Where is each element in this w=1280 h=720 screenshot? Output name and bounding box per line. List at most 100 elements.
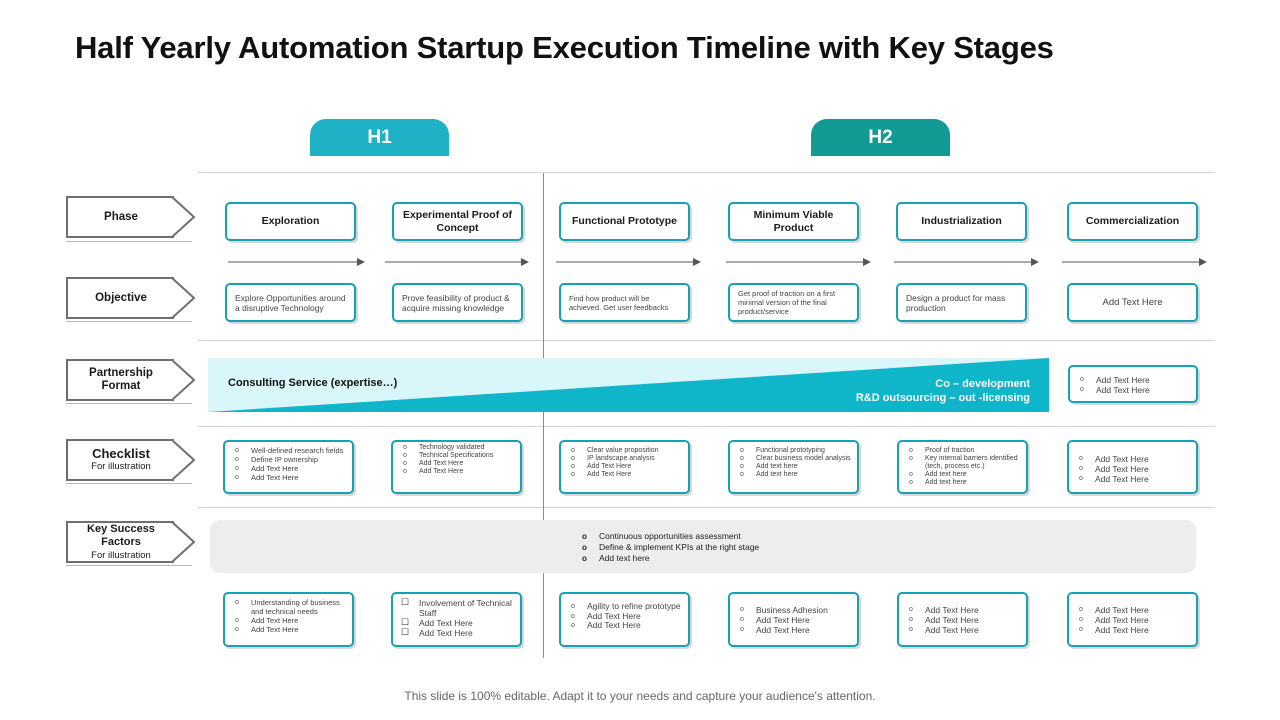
half-h2-tab: H2	[811, 119, 950, 156]
list-item: Add Text Here	[905, 615, 1020, 625]
list-item: Add Text Here	[399, 627, 514, 638]
list-item: Add Text Here	[231, 473, 346, 482]
row-label-subtext: For illustration	[91, 549, 151, 561]
label-shadow	[66, 565, 192, 566]
arrow-right-icon	[894, 258, 1039, 266]
list-item: Add Text Here	[1075, 625, 1190, 635]
label-shadow	[66, 241, 192, 242]
objective-text: Explore Opportunities around a disruptiv…	[235, 292, 346, 313]
list-item: Business Adhesion	[736, 605, 851, 615]
list-item: Add Text Here	[736, 625, 851, 635]
ksf-common-list: Continuous opportunities assessment Defi…	[580, 531, 759, 564]
list-item: Add Text Here	[567, 463, 682, 471]
row-label-text: Objective	[95, 291, 147, 304]
bullet-list: Functional prototyping Clear business mo…	[730, 442, 857, 482]
list-item: Key internal barriers identified (tech, …	[905, 455, 1020, 471]
ksf-box: Business Adhesion Add Text Here Add Text…	[728, 592, 859, 647]
bullet-list: Agility to refine prototype Add Text Her…	[561, 594, 688, 634]
objective-text: Add Text Here	[1102, 296, 1163, 308]
list-item: Clear value proposition	[567, 447, 682, 455]
list-item: Involvement of Technical Staff	[399, 597, 514, 618]
list-item: Add Text Here	[231, 616, 346, 625]
ksf-box: Add Text Here Add Text Here Add Text Her…	[897, 592, 1028, 647]
list-item: Add Text Here	[399, 617, 514, 628]
list-item: Understanding of business and technical …	[231, 598, 346, 616]
list-item: Add Text Here	[905, 625, 1020, 635]
ksf-box: Add Text Here Add Text Here Add Text Her…	[1067, 592, 1198, 647]
objective-text: Design a product for mass production	[906, 292, 1006, 313]
row-label-text: Phase	[104, 210, 138, 223]
chevron-tip	[172, 521, 196, 563]
chevron-tip	[172, 277, 196, 319]
partnership-extra-box: Add Text Here Add Text Here	[1068, 365, 1198, 403]
row-label-text: Partnership Format	[89, 367, 153, 392]
phase-label: Experimental Proof of Concept	[402, 208, 513, 234]
arrow-right-icon	[228, 258, 365, 266]
list-item: Add Text Here	[567, 611, 682, 622]
arrow-right-icon	[1062, 258, 1207, 266]
phase-box-industrialization: Industrialization	[896, 202, 1027, 241]
phase-box-exploration: Exploration	[225, 202, 356, 241]
list-item: Add text here	[905, 471, 1020, 479]
list-item: IP landscape analysis	[567, 455, 682, 463]
label-shadow	[66, 321, 192, 322]
list-item: Add Text Here	[1075, 474, 1190, 484]
list-item: Add Text Here	[1076, 375, 1190, 385]
list-item: Add text here	[580, 553, 759, 564]
bullet-list: Business Adhesion Add Text Here Add Text…	[730, 594, 857, 645]
partnership-codevelopment-label: Co – development R&D outsourcing – out -…	[800, 377, 1030, 405]
bullet-list: Technology validated Technical Specifica…	[393, 442, 520, 479]
objective-text: Get proof of traction on a first minimal…	[738, 289, 836, 316]
list-item: Add Text Here	[399, 468, 514, 476]
list-item: Agility to refine prototype	[567, 601, 682, 612]
objective-box: Prove feasibility of product & acquire m…	[392, 283, 523, 322]
phase-box-commercialization: Commercialization	[1067, 202, 1198, 241]
bullet-list: Add Text Here Add Text Here Add Text Her…	[899, 594, 1026, 645]
row-label-text: Checklist	[92, 446, 150, 461]
list-item: Add Text Here	[231, 464, 346, 473]
arrow-right-icon	[385, 258, 529, 266]
objective-text: Find how product will be achieved. Get u…	[569, 293, 669, 312]
bullet-list: Proof of traction Key internal barriers …	[899, 442, 1026, 490]
objective-box: Find how product will be achieved. Get u…	[559, 283, 690, 322]
phase-box-proof-of-concept: Experimental Proof of Concept	[392, 202, 523, 241]
chevron-tip	[172, 439, 196, 481]
objective-box: Explore Opportunities around a disruptiv…	[225, 283, 356, 322]
divider-line	[198, 426, 1215, 427]
bullet-list: Add Text Here Add Text Here Add Text Her…	[1069, 594, 1196, 645]
ksf-box: Understanding of business and technical …	[223, 592, 354, 647]
list-item: Add Text Here	[1075, 464, 1190, 474]
bullet-list: Add Text Here Add Text Here	[1070, 367, 1196, 401]
partnership-consulting-label: Consulting Service (expertise…)	[228, 377, 398, 389]
list-item: Add Text Here	[736, 615, 851, 625]
partnership-right-line: Co – development	[935, 378, 1030, 390]
ksf-box: Involvement of Technical Staff Add Text …	[391, 592, 522, 647]
bullet-list: Add Text Here Add Text Here Add Text Her…	[1069, 442, 1196, 487]
list-item: Functional prototyping	[736, 447, 851, 455]
partnership-gradient-band	[208, 358, 1049, 412]
chevron-tip	[172, 196, 196, 238]
checklist-box: Clear value proposition IP landscape ana…	[559, 440, 690, 494]
objective-box: Add Text Here	[1067, 283, 1198, 322]
list-item: Continuous opportunities assessment	[580, 531, 759, 542]
half-divider-line	[543, 173, 544, 658]
list-item: Proof of traction	[905, 447, 1020, 455]
checklist-box: Proof of traction Key internal barriers …	[897, 440, 1028, 494]
phase-box-functional-prototype: Functional Prototype	[559, 202, 690, 241]
bullet-list: Well-defined research fields Define IP o…	[225, 442, 352, 485]
list-item: Technology validated	[399, 444, 514, 452]
list-item: Define & implement KPIs at the right sta…	[580, 542, 759, 553]
label-shadow	[66, 403, 192, 404]
chevron-tip	[172, 359, 196, 401]
objective-box: Get proof of traction on a first minimal…	[728, 283, 859, 322]
phase-label: Functional Prototype	[572, 215, 677, 227]
phase-box-mvp: Minimum Viable Product	[728, 202, 859, 241]
list-item: Add Text Here	[231, 625, 346, 634]
list-item: Add Text Here	[567, 471, 682, 479]
list-item: Add Text Here	[1076, 385, 1190, 395]
list-item: Clear business model analysis	[736, 455, 851, 463]
ksf-box: Agility to refine prototype Add Text Her…	[559, 592, 690, 647]
objective-text: Prove feasibility of product & acquire m…	[402, 292, 510, 313]
